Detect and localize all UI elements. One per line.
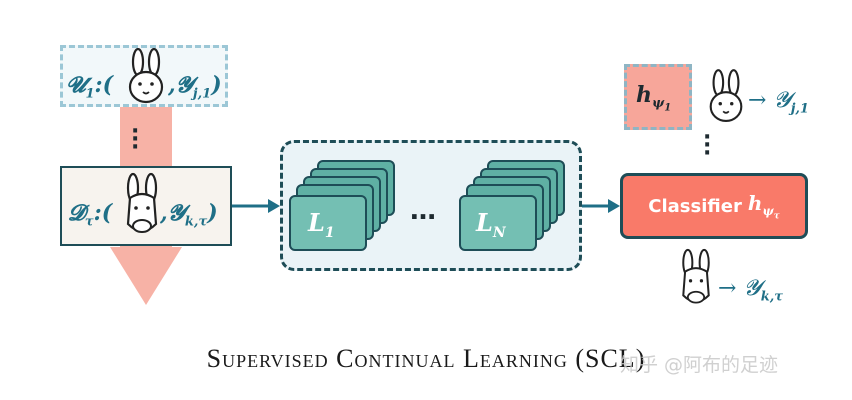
old-prediction: → 𝓨j,1 xyxy=(748,88,809,117)
current-task-target: ,𝓨k,τ) xyxy=(160,200,218,230)
classifier-box: Classifier hψτ xyxy=(620,173,808,239)
current-task-label: 𝓓τ:( xyxy=(68,200,113,230)
figure-caption: Supervised Continual Learning (SCL) xyxy=(206,344,646,373)
classifier-label: Classifier xyxy=(648,195,742,217)
layer-first xyxy=(289,195,367,251)
previous-task-label: 𝓤1:( xyxy=(66,72,114,102)
rabbit-icon xyxy=(709,69,743,122)
previous-task-target: ,𝓨j,1) xyxy=(168,72,222,102)
donkey-icon xyxy=(126,172,158,233)
layer-last xyxy=(459,195,537,251)
old-classifier-label: hψ1 xyxy=(636,82,672,114)
output-arrow xyxy=(582,199,620,213)
input-arrow xyxy=(232,199,280,213)
current-prediction: → 𝓨k,τ xyxy=(718,276,783,305)
watermark: 知乎 @阿布的足迹 xyxy=(620,354,779,376)
classifier-symbol: hψτ xyxy=(747,190,780,222)
donkey-icon xyxy=(682,248,710,304)
old-classifier-box xyxy=(624,64,692,130)
rabbit-icon xyxy=(128,48,164,104)
layer-last-label: LN xyxy=(476,208,506,241)
vertical-ellipsis: ··· xyxy=(131,119,140,160)
layer-ellipsis: … xyxy=(410,196,436,226)
vertical-ellipsis: ··· xyxy=(703,125,712,166)
layer-first-label: L1 xyxy=(308,208,335,241)
